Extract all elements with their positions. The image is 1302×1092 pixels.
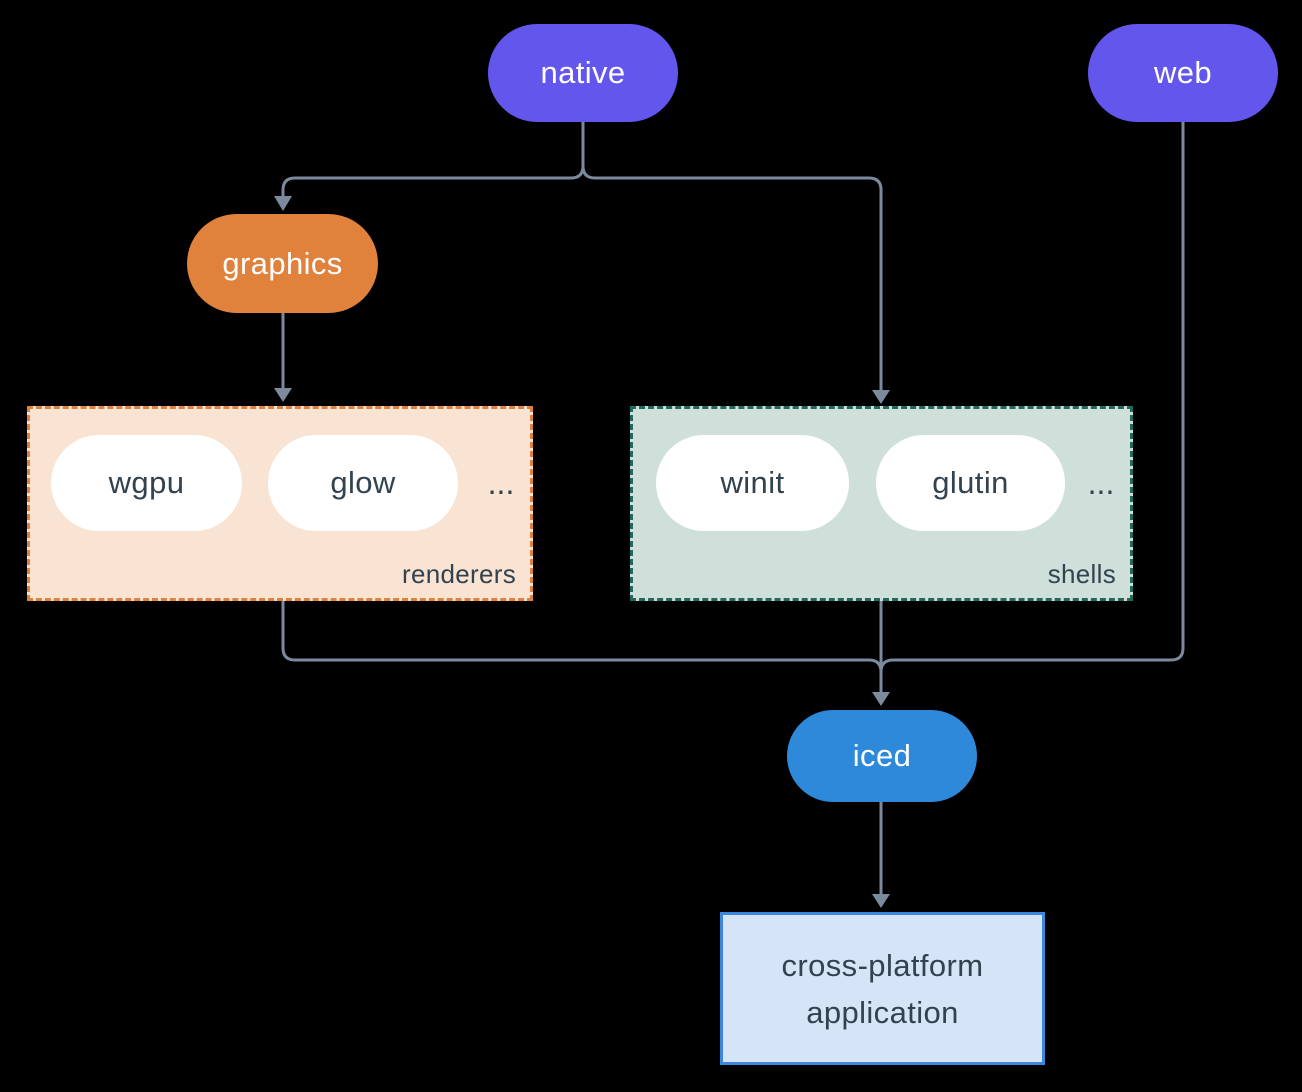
- node-iced: iced: [787, 710, 977, 802]
- node-glow-label: glow: [330, 465, 396, 500]
- arrowhead-graphics: [274, 196, 292, 211]
- node-wgpu: wgpu: [51, 435, 242, 531]
- arrowhead-shells: [872, 390, 890, 404]
- node-glutin-label: glutin: [932, 465, 1009, 500]
- app-label-line1: cross-platform: [781, 947, 984, 983]
- app-label-line2: application: [806, 994, 959, 1030]
- shells-ellipsis: ...: [1087, 464, 1115, 501]
- arrowhead-iced: [872, 692, 890, 706]
- node-native-label: native: [540, 55, 626, 90]
- arrowhead-app: [872, 894, 890, 908]
- node-graphics-label: graphics: [222, 245, 343, 281]
- node-native: native: [488, 24, 678, 122]
- shells-group-label: shells: [1047, 559, 1116, 589]
- node-iced-label: iced: [852, 738, 912, 773]
- node-web-label: web: [1153, 55, 1213, 90]
- renderers-ellipsis: ...: [487, 464, 515, 501]
- node-winit-label: winit: [720, 465, 785, 500]
- arrowhead-renderers: [274, 388, 292, 402]
- node-winit: winit: [656, 435, 849, 531]
- node-web: web: [1088, 24, 1278, 122]
- group-shells: winit glutin ... shells: [630, 406, 1133, 601]
- node-wgpu-label: wgpu: [108, 465, 185, 500]
- node-graphics: graphics: [187, 214, 378, 313]
- edge-native-shells: [581, 165, 883, 390]
- edge-renderers-iced: [281, 601, 883, 673]
- group-renderers: wgpu glow ... renderers: [27, 406, 533, 601]
- node-cross-platform-application: cross-platform application: [720, 912, 1045, 1065]
- node-glutin: glutin: [876, 435, 1065, 531]
- edge-native-graphics: [281, 122, 585, 196]
- node-glow: glow: [268, 435, 458, 531]
- renderers-group-label: renderers: [402, 559, 516, 589]
